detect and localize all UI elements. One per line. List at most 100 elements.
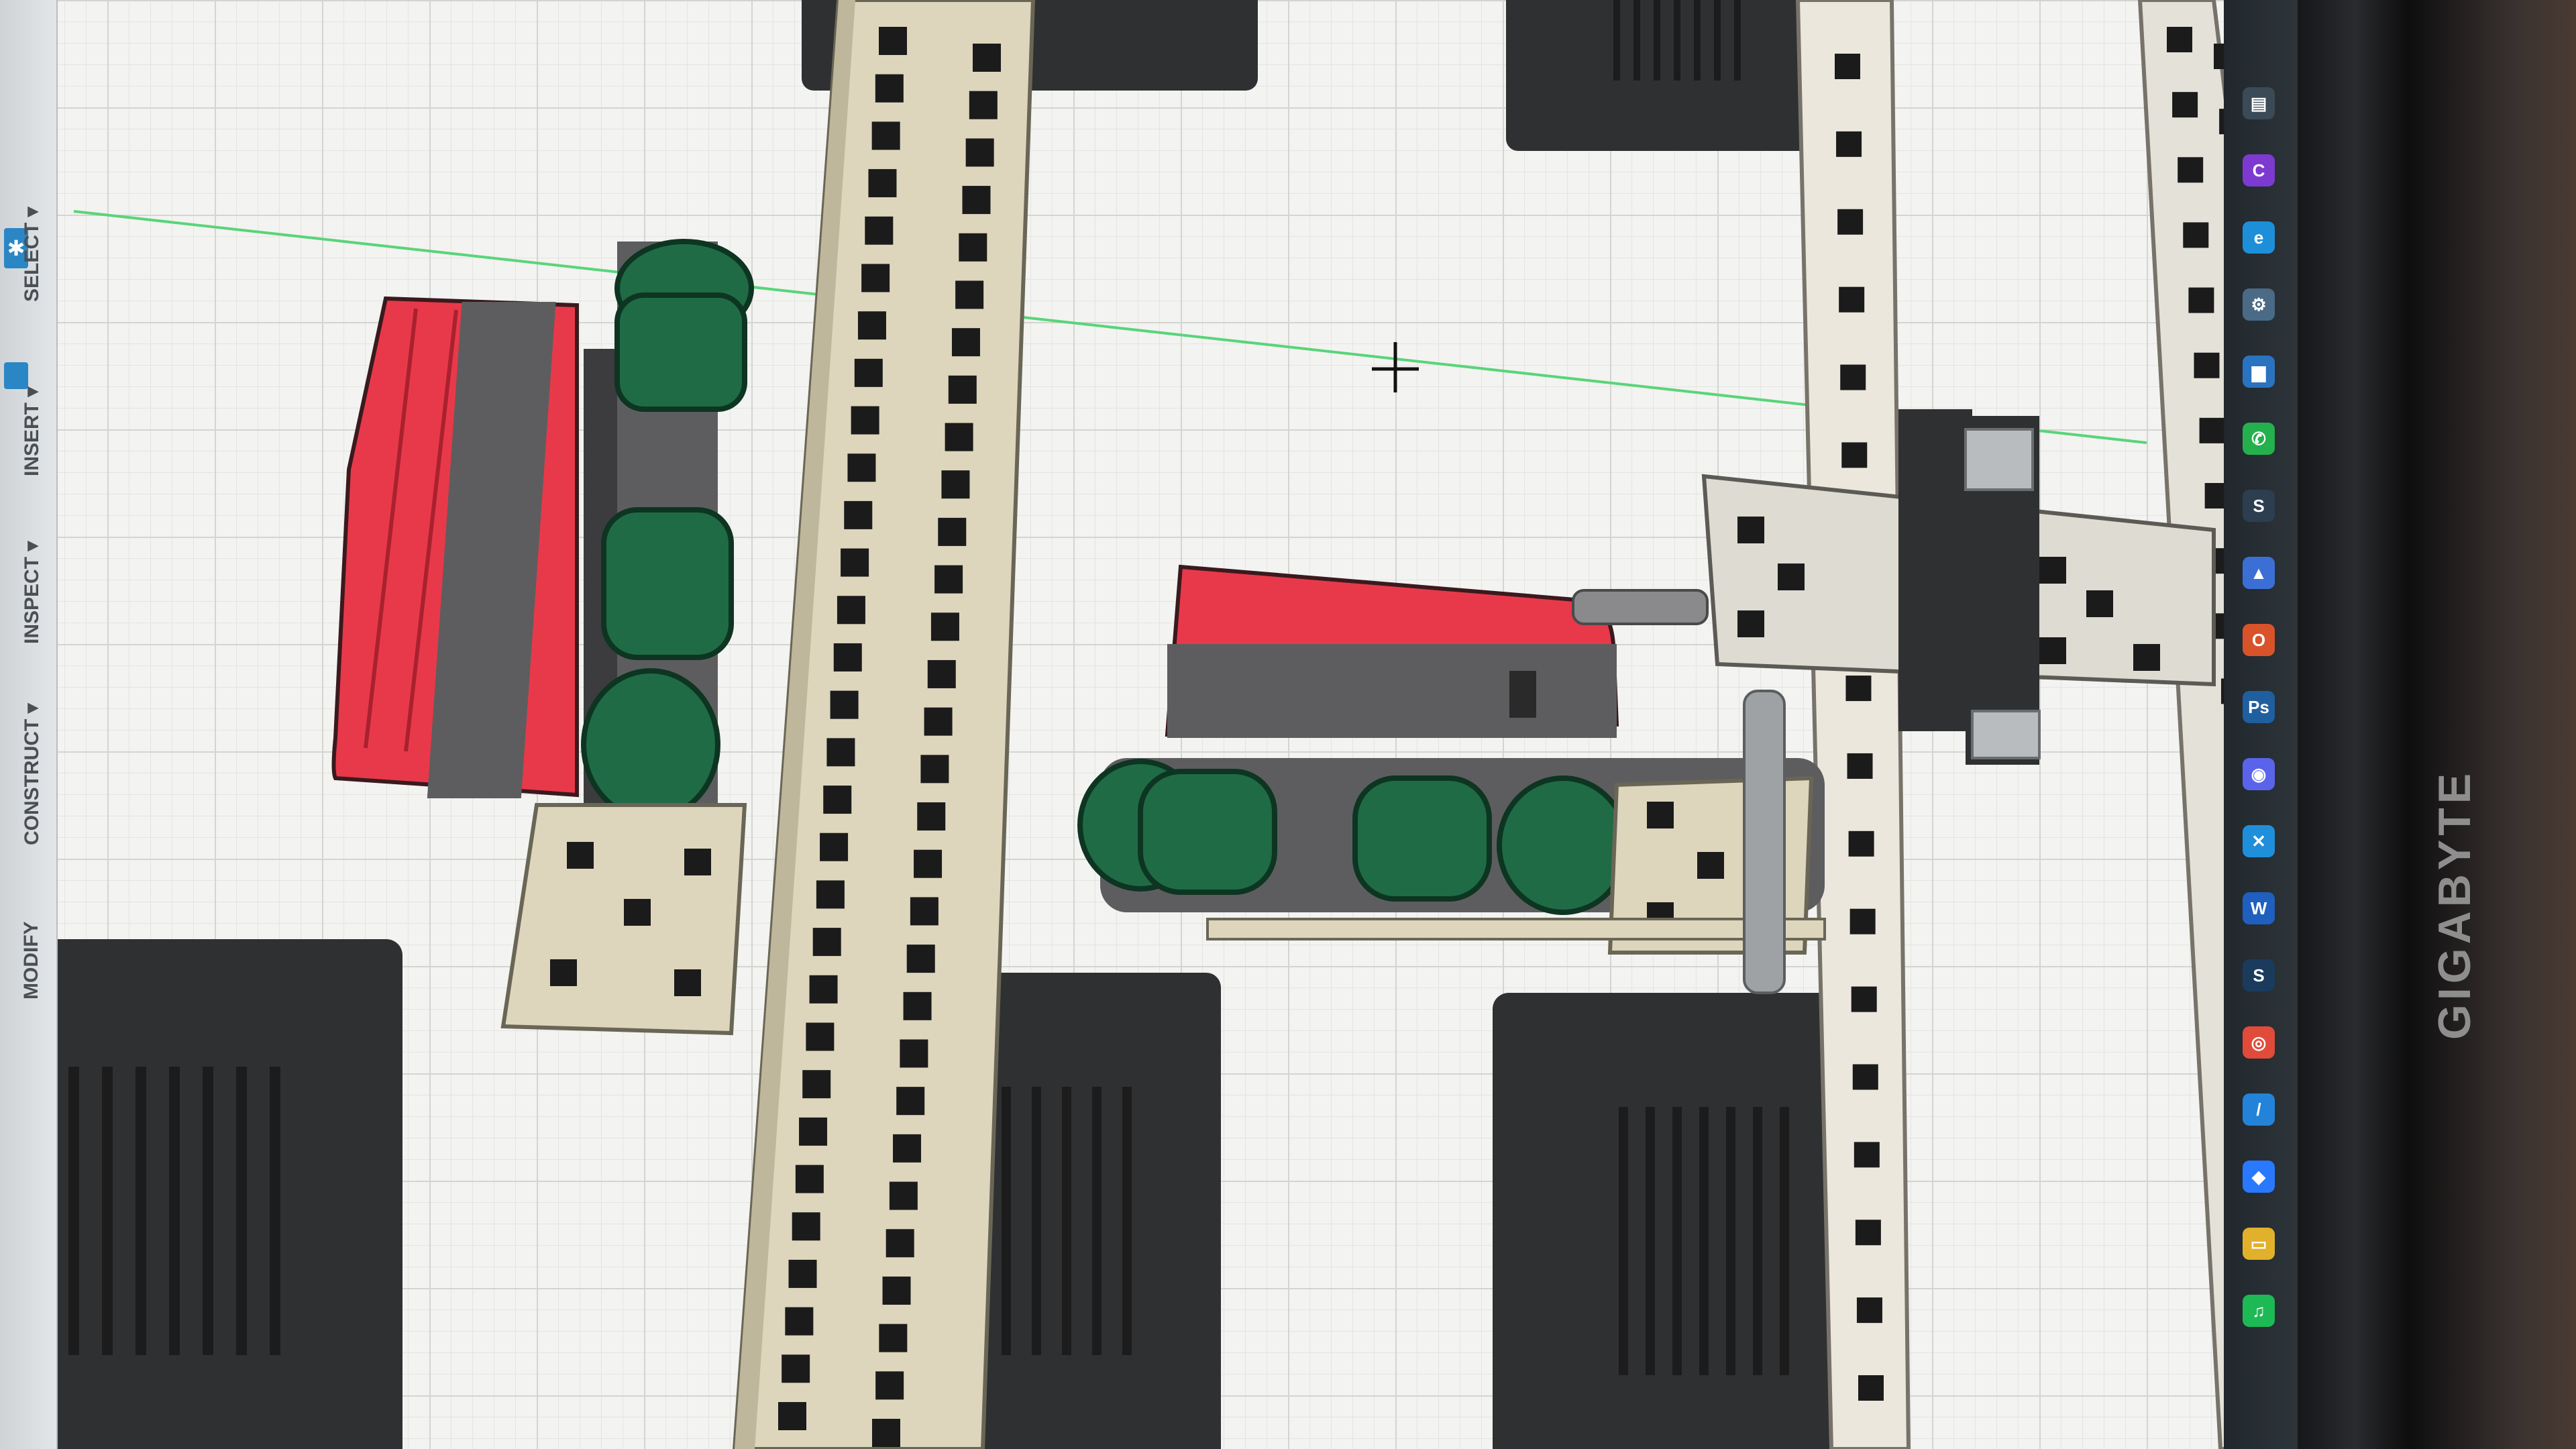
channel-hole	[948, 375, 977, 404]
channel-hole	[1852, 1064, 1878, 1090]
battery-block-bottom-center	[959, 973, 1221, 1449]
channel-hole	[806, 1022, 835, 1051]
bracket-holes-left	[550, 842, 711, 996]
channel-hole	[2194, 352, 2220, 378]
channel-hole	[951, 328, 980, 357]
wheels-left[interactable]	[581, 239, 754, 832]
crosshair-cursor	[1372, 342, 1419, 392]
channel-hole	[812, 928, 841, 957]
inspect-group[interactable]: INSPECT ▾	[0, 537, 56, 657]
spotify-icon[interactable]: ♫	[2243, 1295, 2275, 1327]
channel-hole	[833, 643, 862, 672]
folder-icon[interactable]: ▆	[2243, 356, 2275, 388]
chrome-icon[interactable]: ◎	[2243, 1026, 2275, 1059]
construct-label[interactable]: CONSTRUCT ▾	[21, 703, 43, 845]
select-icon[interactable]: ✱	[4, 228, 28, 268]
c-channel-right[interactable]	[1795, 0, 1911, 1449]
intake-motor-center[interactable]	[1165, 564, 1709, 738]
channel-hole	[2167, 27, 2192, 52]
channel-hole	[1848, 830, 1874, 857]
clipboard-icon[interactable]: ▤	[2243, 87, 2275, 119]
channel-hole	[809, 975, 838, 1004]
whatsapp-icon[interactable]: ✆	[2243, 423, 2275, 455]
monitor-brand-label: GIGABYTE	[2429, 769, 2480, 1040]
office-icon[interactable]: O	[2243, 624, 2275, 656]
channel-hole	[875, 1371, 904, 1400]
inspect-label[interactable]: INSPECT ▾	[21, 541, 43, 644]
insert-icon[interactable]	[4, 362, 28, 389]
discord-icon[interactable]: ◉	[2243, 758, 2275, 790]
channel-hole	[889, 1181, 918, 1210]
azure-icon[interactable]: ◆	[2243, 1161, 2275, 1193]
channel-hole	[900, 1039, 928, 1068]
channel-hole	[854, 358, 883, 387]
channel-hole	[914, 849, 943, 878]
channel-hole	[2172, 92, 2198, 118]
select-label[interactable]: SELECT ▾	[21, 207, 43, 302]
channel-hole	[941, 470, 970, 499]
vent-slots-bottom-right	[1619, 1107, 1789, 1375]
channel-hole	[1841, 442, 1868, 468]
channel-hole	[778, 1402, 806, 1430]
app-c-icon[interactable]: C	[2243, 154, 2275, 186]
channel-hole	[962, 186, 991, 215]
photoshop-icon[interactable]: Ps	[2243, 691, 2275, 723]
standoff-shaft	[1743, 690, 1786, 994]
channel-hole	[938, 517, 967, 546]
construct-group[interactable]: CONSTRUCT ▾	[0, 698, 56, 859]
x-axis-line	[73, 210, 2147, 444]
channel-hole	[930, 612, 959, 641]
channel-hole	[879, 27, 907, 55]
channel-hole	[799, 1117, 828, 1146]
channel-hole	[1855, 1220, 1881, 1246]
channel-hole	[959, 233, 987, 262]
spacer-dark-1	[1898, 409, 1972, 731]
channel-hole	[924, 707, 953, 736]
long-plate-center	[1206, 918, 1826, 941]
channel-hole	[1851, 986, 1877, 1012]
channel-hole	[879, 1324, 908, 1352]
channel-hole	[906, 945, 935, 973]
triangle-app-icon[interactable]: ▲	[2243, 557, 2275, 589]
vscode-icon[interactable]: ✕	[2243, 825, 2275, 857]
channel-hole	[875, 74, 904, 103]
word-icon[interactable]: W	[2243, 892, 2275, 924]
channel-hole	[2178, 157, 2204, 183]
design-toolbar: ✱ SELECT ▾ INSERT ▾ INSPECT ▾ CONSTRUCT …	[0, 0, 58, 1449]
edge-icon[interactable]: e	[2243, 221, 2275, 254]
settings-icon[interactable]: ⚙	[2243, 288, 2275, 321]
channel-hole	[945, 423, 973, 451]
channel-hole	[1849, 908, 1876, 934]
channel-hole	[910, 897, 938, 926]
channel-hole	[1836, 131, 1862, 157]
channel-hole	[865, 216, 894, 245]
modify-label[interactable]: MODIFY	[20, 921, 42, 1000]
select-group[interactable]: ✱ SELECT ▾	[0, 207, 56, 322]
channel-hole	[1840, 364, 1866, 390]
steam-icon[interactable]: S	[2243, 959, 2275, 991]
channel-hole	[2199, 417, 2225, 443]
vent-slots-top	[1613, 0, 1741, 80]
insert-label[interactable]: INSERT ▾	[21, 386, 43, 476]
channel-hole	[920, 755, 949, 784]
steam-alt-icon[interactable]: S	[2243, 490, 2275, 522]
intake-motor-left[interactable]	[331, 296, 579, 798]
channel-hole	[1854, 1142, 1880, 1168]
channel-hole	[795, 1165, 824, 1193]
channel-holes-left	[778, 27, 1001, 1447]
pen-icon[interactable]: /	[2243, 1093, 2275, 1126]
modify-group[interactable]: MODIFY	[0, 912, 56, 1006]
channel-hole	[788, 1259, 817, 1288]
files-icon[interactable]: ▭	[2243, 1228, 2275, 1260]
channel-hole	[2183, 222, 2209, 248]
channel-hole	[969, 91, 998, 119]
channel-hole	[820, 833, 849, 861]
channel-hole	[826, 738, 855, 767]
insert-group[interactable]: INSERT ▾	[0, 362, 56, 483]
channel-hole	[934, 565, 963, 594]
channel-hole	[903, 991, 932, 1020]
channel-hole	[816, 880, 845, 909]
channel-hole	[917, 802, 946, 831]
channel-hole	[861, 264, 890, 292]
